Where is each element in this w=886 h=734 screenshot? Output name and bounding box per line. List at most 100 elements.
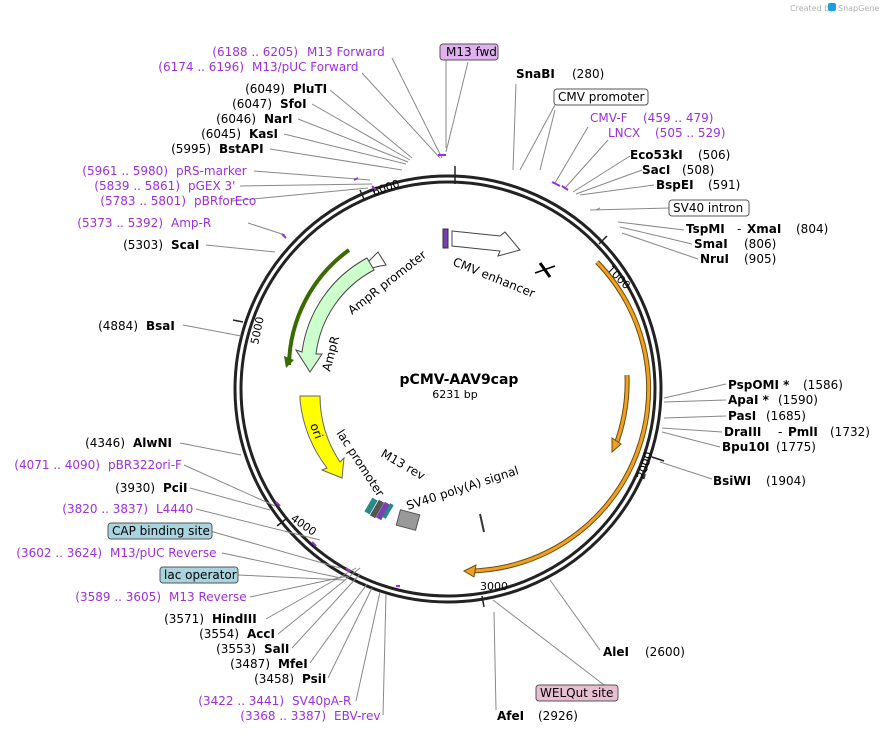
smai-name: SmaI bbox=[694, 237, 728, 251]
ampr-label: AmpR bbox=[319, 335, 342, 373]
draiii-name: DraIII bbox=[724, 425, 761, 439]
nrui-pos: (905) bbox=[744, 252, 776, 266]
pcii-name: PciI bbox=[163, 481, 188, 495]
scai-name: ScaI bbox=[171, 238, 199, 252]
ebv-rev-name: EBV-rev bbox=[334, 709, 380, 723]
psii-name: PsiI bbox=[302, 672, 326, 686]
m13puc-forward-name: M13/pUC Forward bbox=[252, 60, 359, 74]
pgex3-range: (5839 .. 5861) bbox=[94, 179, 180, 193]
credit-prefix: Created by bbox=[790, 4, 834, 13]
saci-pos: (508) bbox=[682, 163, 714, 177]
xmai-name: XmaI bbox=[747, 222, 781, 236]
bstapi-pos: (5995) bbox=[171, 142, 211, 156]
mfei-name: MfeI bbox=[278, 657, 308, 671]
bsiwi-name: BsiWI bbox=[713, 474, 751, 488]
ampr-primer-arc bbox=[287, 248, 351, 366]
pcii-pos: (3930) bbox=[115, 481, 155, 495]
pasi-name: PasI bbox=[728, 409, 756, 423]
cmv-enhancer-label: CMV enhancer bbox=[451, 255, 537, 301]
pbr322ori-name: pBR322ori-F bbox=[108, 458, 182, 472]
nrui-name: NruI bbox=[700, 252, 729, 266]
bstapi-name: BstAPI bbox=[219, 142, 264, 156]
kasi-pos: (6045) bbox=[201, 127, 241, 141]
sfoi-pos: (6047) bbox=[232, 97, 272, 111]
nari-name: NarI bbox=[264, 112, 293, 126]
l4440-name: L4440 bbox=[156, 502, 193, 516]
cap-binding-site-label: CAP binding site bbox=[112, 524, 210, 538]
pbrforeco-name: pBRforEco bbox=[194, 194, 256, 208]
sv40-pa-mark bbox=[479, 513, 485, 533]
snabi-pos: (280) bbox=[572, 67, 604, 81]
psii-pos: (3458) bbox=[254, 672, 294, 686]
ori-arrow bbox=[299, 395, 345, 479]
acci-name: AccI bbox=[247, 627, 275, 641]
tspmi-pos: (804) bbox=[796, 222, 828, 236]
saci-name: SacI bbox=[642, 163, 670, 177]
bpu10i-name: Bpu10I bbox=[722, 440, 769, 454]
sv40-intron-box bbox=[668, 199, 750, 217]
bsai-pos: (4884) bbox=[98, 319, 138, 333]
m13-reverse-range: (3589 .. 3605) bbox=[75, 590, 161, 604]
afei-pos: (2926) bbox=[538, 709, 578, 723]
afei-name: AfeI bbox=[497, 709, 524, 723]
alwni-pos: (4346) bbox=[85, 436, 125, 450]
cap-cds-inner-arrowhead bbox=[611, 437, 622, 454]
tick-label-3000: 3000 bbox=[480, 580, 508, 593]
eco53ki-name: Eco53kI bbox=[630, 148, 683, 162]
tick-marks bbox=[232, 166, 665, 608]
tspmi-name: TspMI bbox=[686, 222, 725, 236]
draiii-pos: (1732) bbox=[830, 425, 870, 439]
pmli-name: PmlI bbox=[788, 425, 818, 439]
nari-pos: (6046) bbox=[216, 112, 256, 126]
m13-forward-range: (6188 .. 6205) bbox=[212, 45, 298, 59]
alwni-name: AlwNI bbox=[133, 436, 172, 450]
plasmid-size: 6231 bp bbox=[432, 388, 477, 401]
backbone-inner-circle bbox=[239, 180, 657, 598]
ebv-rev-range: (3368 .. 3387) bbox=[240, 709, 326, 723]
lac-operator-box bbox=[159, 566, 239, 584]
hindiii-pos: (3571) bbox=[164, 612, 204, 626]
m13-fwd-box-label: M13 fwd bbox=[446, 45, 497, 59]
bspei-name: BspEI bbox=[656, 178, 694, 192]
cmv-promoter-box bbox=[553, 88, 649, 106]
sfoi-name: SfoI bbox=[280, 97, 307, 111]
credit-brand: SnapGene bbox=[838, 4, 879, 13]
psp0mi-name: PspOMI * bbox=[728, 378, 790, 392]
kasi-name: KasI bbox=[249, 127, 278, 141]
bpu10i-pos: (1775) bbox=[776, 440, 816, 454]
cmv-f-range: (459 .. 479) bbox=[643, 111, 713, 125]
pasi-pos: (1685) bbox=[766, 409, 806, 423]
m13puc-reverse-range: (3602 .. 3624) bbox=[16, 546, 102, 560]
pluti-name: PluTI bbox=[293, 82, 327, 96]
sv40pa-r-name: SV40pA-R bbox=[292, 694, 351, 708]
m13puc-reverse-name: M13/pUC Reverse bbox=[110, 546, 217, 560]
m13-reverse-name: M13 Reverse bbox=[169, 590, 247, 604]
m13-fwd-feature-mark bbox=[442, 228, 449, 249]
cap-binding-site-box bbox=[107, 522, 213, 540]
m13-rev-label: M13 rev bbox=[379, 446, 428, 482]
lncx-range: (505 .. 529) bbox=[655, 126, 725, 140]
mfei-pos: (3487) bbox=[230, 657, 270, 671]
cap-cds-arc bbox=[467, 260, 651, 573]
bsai-name: BsaI bbox=[146, 319, 175, 333]
welqut-site-box bbox=[535, 684, 619, 702]
ori-label: ori bbox=[307, 421, 325, 440]
scai-pos: (5303) bbox=[123, 238, 163, 252]
tick-label-5000: 5000 bbox=[248, 316, 267, 346]
m13-forward-name: M13 Forward bbox=[307, 45, 385, 59]
prs-marker-range: (5961 .. 5980) bbox=[82, 164, 168, 178]
alei-name: AleI bbox=[603, 645, 629, 659]
pgex3-name: pGEX 3' bbox=[188, 179, 235, 193]
l4440-range: (3820 .. 3837) bbox=[62, 502, 148, 516]
draiii-dash: - bbox=[778, 425, 782, 439]
prs-marker-name: pRS-marker bbox=[176, 164, 247, 178]
apai-name: ApaI * bbox=[728, 393, 770, 407]
backbone-outer-circle bbox=[233, 174, 663, 604]
apai-pos: (1590) bbox=[778, 393, 818, 407]
pbrforeco-range: (5783 .. 5801) bbox=[100, 194, 186, 208]
sali-name: SalI bbox=[264, 642, 289, 656]
welqut-site-label: WELQut site bbox=[540, 686, 613, 700]
m13puc-forward-range: (6174 .. 6196) bbox=[158, 60, 244, 74]
hindiii-name: HindIII bbox=[212, 612, 257, 626]
